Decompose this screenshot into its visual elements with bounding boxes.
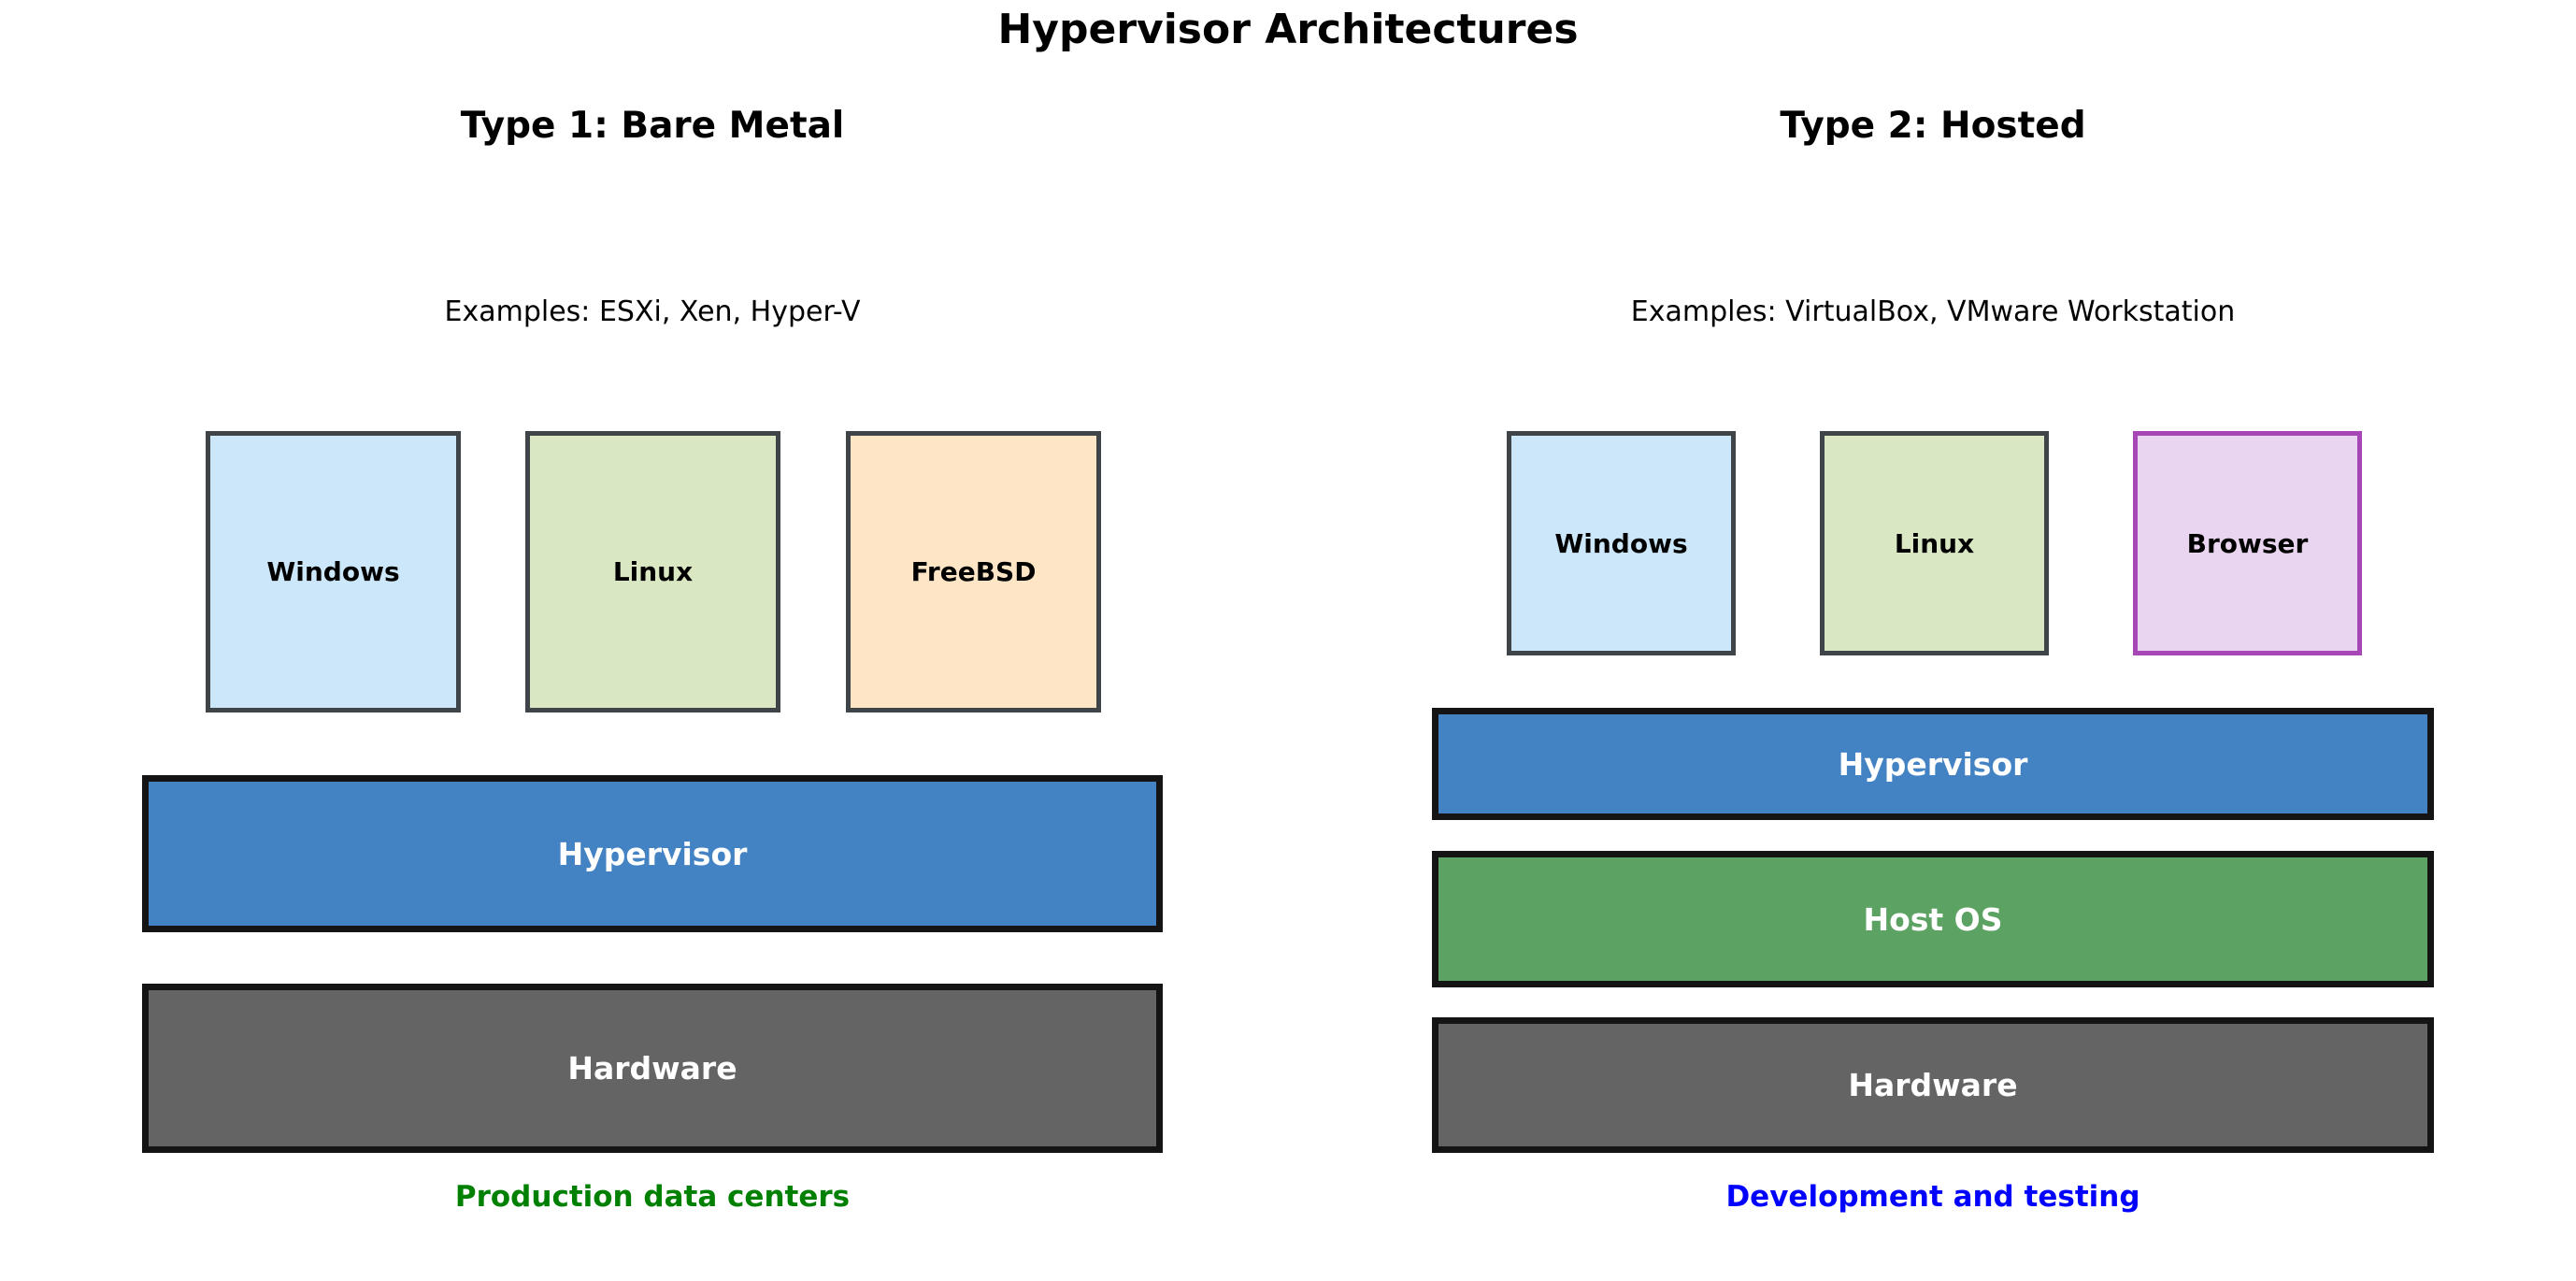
- type1-hypervisor-layer: Hypervisor: [142, 775, 1163, 932]
- type2-examples-text: Examples: VirtualBox, VMware Workstation: [1630, 295, 2236, 328]
- type2-hardware-label: Hardware: [1848, 1067, 2018, 1103]
- type1-caption: Production data centers: [454, 1180, 851, 1214]
- type1-vm-box-freebsd: FreeBSD: [846, 431, 1101, 712]
- type1-examples-text: Examples: ESXi, Xen, Hyper-V: [444, 295, 861, 328]
- type1-hardware-layer: Hardware: [142, 984, 1163, 1153]
- type1-vm-label-windows: Windows: [266, 556, 400, 587]
- type2-vm-label-browser: Browser: [2186, 527, 2309, 559]
- type1-vm-box-windows: Windows: [206, 431, 461, 712]
- type1-vm-box-linux: Linux: [525, 431, 780, 712]
- type1-heading: Type 1: Bare Metal: [460, 105, 845, 147]
- type2-heading: Type 2: Hosted: [1780, 105, 2086, 147]
- diagram-title: Hypervisor Architectures: [997, 6, 1579, 53]
- type2-hypervisor-layer: Hypervisor: [1432, 708, 2434, 820]
- type2-vm-label-linux: Linux: [1894, 527, 1975, 559]
- type2-vm-box-windows: Windows: [1507, 431, 1736, 655]
- type2-hostos-layer: Host OS: [1432, 851, 2434, 987]
- type2-hardware-layer: Hardware: [1432, 1017, 2434, 1153]
- type1-hardware-label: Hardware: [567, 1050, 737, 1087]
- type2-vm-label-windows: Windows: [1554, 527, 1688, 559]
- type1-vm-label-freebsd: FreeBSD: [910, 556, 1037, 587]
- type2-vm-box-browser: Browser: [2133, 431, 2362, 655]
- type1-vm-label-linux: Linux: [612, 556, 694, 587]
- type2-hypervisor-label: Hypervisor: [1838, 745, 2028, 783]
- type2-caption: Development and testing: [1725, 1180, 2140, 1214]
- type1-hypervisor-label: Hypervisor: [557, 835, 748, 872]
- type2-hostos-label: Host OS: [1863, 900, 2003, 938]
- type2-vm-box-linux: Linux: [1820, 431, 2049, 655]
